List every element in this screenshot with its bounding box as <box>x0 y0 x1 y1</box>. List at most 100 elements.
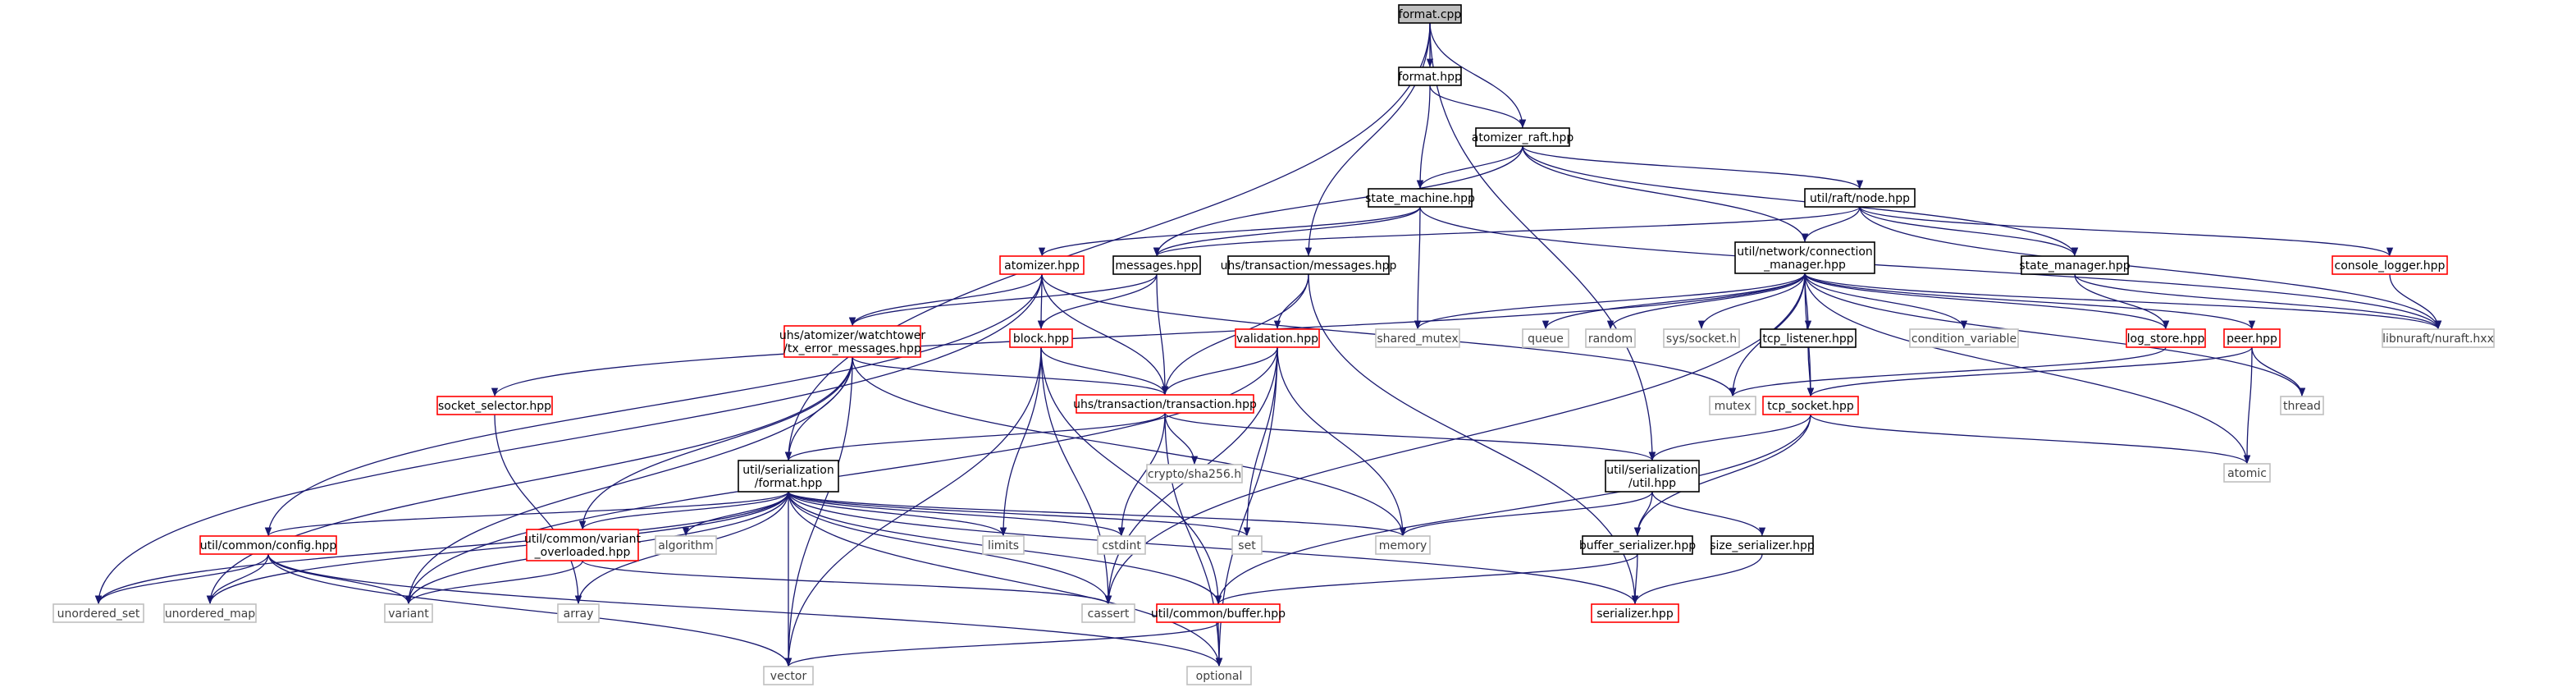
node-console-logger[interactable]: console_logger.hpp <box>2332 255 2448 275</box>
node-thread: thread <box>2280 396 2324 415</box>
node-connection-manager[interactable]: util/network/connection_manager.hpp <box>1734 241 1875 274</box>
node-label: util/common/config.hpp <box>200 539 337 552</box>
edge-buffer-to-vector <box>785 621 1219 667</box>
edge-config-to-vector <box>267 553 792 667</box>
edge-atomizer_raft-to-connection_manager <box>1522 145 1809 243</box>
edge-raft_node-to-libnuraft <box>1859 206 2442 330</box>
edge-block-to-limits <box>999 346 1042 537</box>
edge-serialization_format-to-cassert <box>788 491 1112 605</box>
edge-size_serializer-to-serializer <box>1631 553 1763 605</box>
edge-connection_manager-to-libnuraft <box>1804 273 2441 330</box>
edge-variant_overloaded-to-cassert <box>582 560 1112 605</box>
node-label: util/serialization <box>1606 464 1698 477</box>
node-label: /format.hpp <box>755 477 823 490</box>
node-label: state_machine.hpp <box>1365 192 1475 205</box>
node-tx-error-messages[interactable]: uhs/atomizer/watchtower/tx_error_message… <box>779 325 926 358</box>
node-label: util/raft/node.hpp <box>1810 192 1910 205</box>
node-label: unordered_map <box>165 607 255 621</box>
node-messages[interactable]: messages.hpp <box>1112 255 1201 275</box>
edge-serialization_format-to-unordered_map <box>206 491 789 605</box>
node-format-hpp[interactable]: format.hpp <box>1398 66 1462 86</box>
node-label: uhs/transaction/messages.hpp <box>1221 259 1397 273</box>
node-algorithm: algorithm <box>655 535 717 555</box>
node-socket-selector[interactable]: socket_selector.hpp <box>436 396 553 415</box>
edge-raft_node-to-console_logger <box>1859 206 2393 257</box>
edge-validation-to-transaction <box>1161 346 1278 396</box>
edge-block-to-transaction <box>1040 346 1169 396</box>
edge-tcp_socket-to-buffer <box>1214 414 1811 605</box>
node-serialization-format[interactable]: util/serialization/format.hpp <box>738 460 839 493</box>
edge-transaction-to-serialization_format <box>785 412 1166 461</box>
node-label: tcp_listener.hpp <box>1762 332 1853 346</box>
node-state-machine[interactable]: state_machine.hpp <box>1365 188 1475 208</box>
node-serializer[interactable]: serializer.hpp <box>1591 603 1679 623</box>
node-label: algorithm <box>658 539 714 552</box>
node-atomic: atomic <box>2223 463 2271 483</box>
node-label: buffer_serializer.hpp <box>1579 539 1696 552</box>
edge-log_store-to-mutex <box>1729 346 2167 397</box>
edge-serialization_format-to-algorithm <box>682 491 789 537</box>
node-queue: queue <box>1522 328 1569 348</box>
edge-tx_error_messages-to-serialization_format <box>784 356 853 461</box>
edge-atomizer_raft-to-messages <box>1153 145 1523 257</box>
node-uhs-tx-messages[interactable]: uhs/transaction/messages.hpp <box>1221 255 1397 275</box>
node-buffer-serializer[interactable]: buffer_serializer.hpp <box>1579 535 1696 555</box>
node-label: random <box>1588 332 1633 346</box>
node-validation[interactable]: validation.hpp <box>1235 328 1320 348</box>
node-label: vector <box>770 670 807 683</box>
node-atomizer[interactable]: atomizer.hpp <box>999 255 1085 275</box>
node-serialization-util[interactable]: util/serialization/util.hpp <box>1605 460 1700 493</box>
node-unordered-map: unordered_map <box>163 603 257 623</box>
node-label: sys/socket.h <box>1666 332 1737 346</box>
node-config[interactable]: util/common/config.hpp <box>199 535 337 555</box>
edge-tcp_socket-to-serialization_util <box>1648 414 1811 461</box>
node-label: format.cpp <box>1399 8 1462 21</box>
edge-format_hpp-to-atomizer_raft <box>1429 85 1527 129</box>
node-size-serializer[interactable]: size_serializer.hpp <box>1710 535 1815 555</box>
node-label: serializer.hpp <box>1596 607 1674 621</box>
edge-format_cpp-to-atomizer_raft <box>1429 22 1527 129</box>
node-label: uhs/transaction/transaction.hpp <box>1073 398 1257 411</box>
node-cstdint: cstdint <box>1097 535 1146 555</box>
node-tcp-socket[interactable]: tcp_socket.hpp <box>1762 396 1859 415</box>
node-atomizer-raft[interactable]: atomizer_raft.hpp <box>1472 127 1574 147</box>
edge-raft_node-to-messages <box>1153 206 1861 257</box>
edge-socket_selector-to-array <box>494 414 582 605</box>
node-buffer[interactable]: util/common/buffer.hpp <box>1151 603 1286 623</box>
edge-serialization_util-to-memory <box>1399 491 1653 537</box>
edge-atomizer_raft-to-state_machine <box>1416 145 1523 190</box>
node-cassert: cassert <box>1081 603 1135 623</box>
edge-serialization_format-to-set <box>788 491 1250 537</box>
node-label: cstdint <box>1102 539 1141 552</box>
edge-uhs_tx_messages-to-validation <box>1273 273 1309 330</box>
edge-atomizer-to-config <box>264 273 1043 537</box>
edge-state_machine-to-messages <box>1153 206 1421 257</box>
node-label: util/common/buffer.hpp <box>1151 607 1286 621</box>
node-transaction[interactable]: uhs/transaction/transaction.hpp <box>1073 394 1257 414</box>
edge-validation-to-memory <box>1277 346 1407 537</box>
node-mutex: mutex <box>1709 396 1756 415</box>
node-label: uhs/atomizer/watchtower <box>779 329 926 342</box>
edge-peer-to-thread <box>2251 346 2306 397</box>
dependency-nodes: format.cpp format.hpp atomizer_raft.hppsta… <box>53 4 2495 685</box>
node-log-store[interactable]: log_store.hpp <box>2126 328 2206 348</box>
node-label: format.hpp <box>1398 71 1462 84</box>
node-peer[interactable]: peer.hpp <box>2223 328 2281 348</box>
edge-serialization_format-to-variant_overloaded <box>578 491 789 530</box>
node-label: shared_mutex <box>1377 332 1458 346</box>
edge-serialization_format-to-config <box>265 491 789 537</box>
node-label: state_manager.hpp <box>2019 259 2130 273</box>
node-unordered-set: unordered_set <box>53 603 144 623</box>
edge-serialization_format-to-memory <box>788 491 1406 537</box>
edge-state_manager-to-libnuraft <box>2074 273 2442 330</box>
node-block[interactable]: block.hpp <box>1009 328 1073 348</box>
edge-tx_error_messages-to-variant_overloaded <box>578 356 853 530</box>
edge-connection_manager-to-log_store <box>1804 273 2170 330</box>
node-raft-node[interactable]: util/raft/node.hpp <box>1804 188 1916 208</box>
edge-connection_manager-to-condition_variable <box>1804 273 1968 330</box>
edge-state_manager-to-log_store <box>2074 273 2170 330</box>
node-format-cpp[interactable]: format.cpp <box>1398 4 1462 24</box>
node-tcp-listener[interactable]: tcp_listener.hpp <box>1760 328 1857 348</box>
node-state-manager[interactable]: state_manager.hpp <box>2019 255 2131 275</box>
node-variant-overloaded[interactable]: util/common/variant_overloaded.hpp <box>524 529 642 561</box>
